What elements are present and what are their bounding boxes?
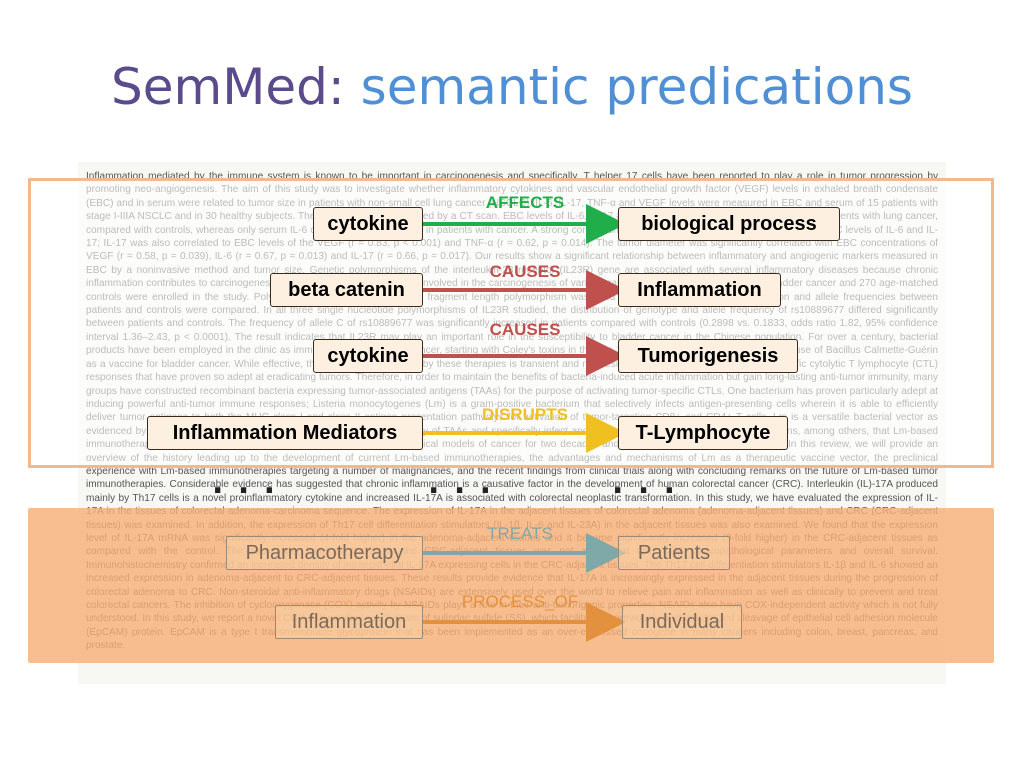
predicate-label: DISRUPTS [482, 405, 568, 424]
ellipsis-right: . . . [612, 466, 678, 501]
slide-title: SemMed: semantic predications [0, 58, 1024, 116]
object-term: Individual [622, 605, 742, 639]
object-term: Inflammation [618, 273, 781, 307]
predicate-label: TREATS [487, 524, 553, 543]
predicate-label: AFFECTS [485, 193, 565, 212]
subject-term: Pharmacotherapy [226, 536, 423, 570]
predicate-label: PROCESS_OF [461, 592, 579, 611]
ellipsis-center: . . . [428, 466, 494, 501]
subject-term: cytokine [313, 339, 423, 373]
predicate-label: CAUSES [489, 262, 561, 281]
object-term: Patients [618, 536, 730, 570]
subject-term: Inflammation Mediators [147, 416, 423, 450]
subject-term: beta catenin [270, 273, 423, 307]
ellipsis-left: . . . [212, 466, 278, 501]
title-rest: semantic predications [360, 58, 913, 116]
subject-term: Inflammation [275, 605, 423, 639]
object-term: Tumorigenesis [618, 339, 798, 373]
subject-term: cytokine [313, 207, 423, 241]
faded-predications-panel [28, 508, 994, 663]
object-term: biological process [618, 207, 840, 241]
title-brand: SemMed: [111, 58, 345, 116]
predicate-label: CAUSES [489, 320, 561, 339]
object-term: T-Lymphocyte [618, 416, 788, 450]
